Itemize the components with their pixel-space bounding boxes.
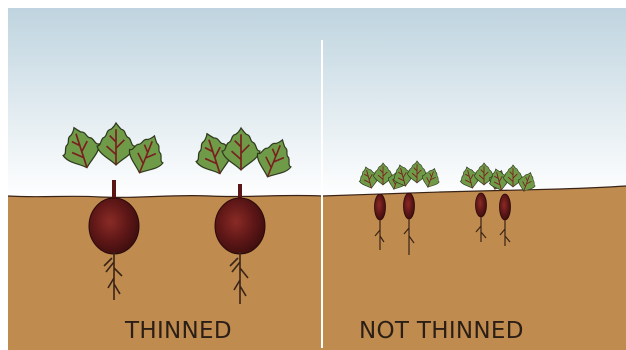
sky-background <box>8 8 626 198</box>
thinned-label: THINNED <box>125 320 232 343</box>
beet-root-bulb <box>89 198 139 254</box>
beet-root-bulb <box>215 198 265 254</box>
not-thinned-label: NOT THINNED <box>359 320 524 343</box>
